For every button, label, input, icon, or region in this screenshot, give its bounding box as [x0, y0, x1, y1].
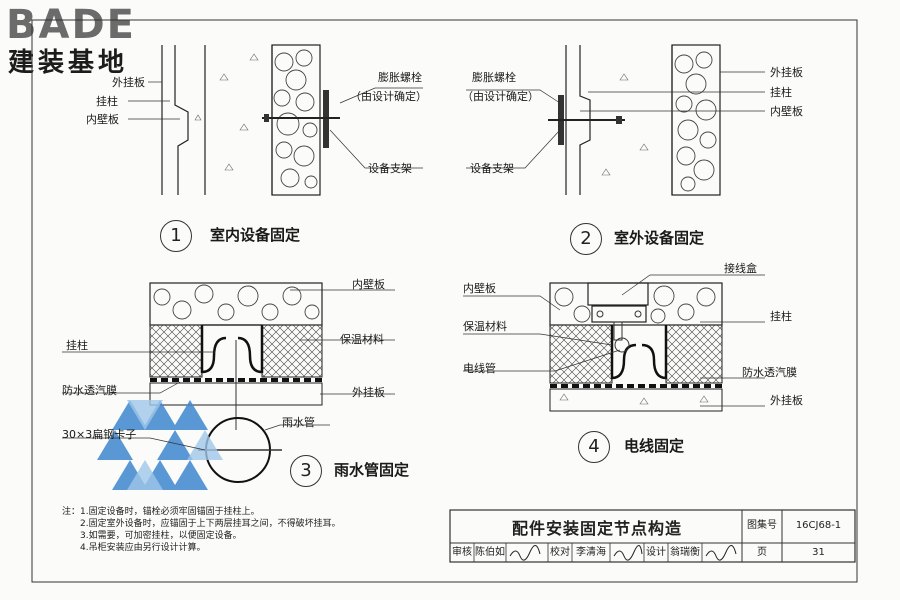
- atlas-label: 图集号: [747, 520, 777, 531]
- d1-title: 室内设备固定: [210, 226, 301, 244]
- atlas-number: 16CJ68-1: [795, 520, 842, 531]
- detail-4-drawing: [463, 274, 765, 412]
- d1-inner-panel-label: 内壁板: [86, 113, 119, 126]
- page-number: 31: [812, 547, 825, 558]
- note-line: 2.固定室外设备时，应锚固于上下两层挂耳之间，不得破坏挂耳。: [80, 519, 341, 529]
- d3-column-label: 挂柱: [66, 339, 88, 352]
- d2-title: 室外设备固定: [614, 229, 705, 247]
- d2-bolt-label: 膨胀螺栓: [472, 71, 516, 84]
- d3-insulation-label: 保温材料: [340, 333, 384, 346]
- signature-design: [705, 545, 737, 561]
- design-name: 翁瑞衡: [670, 547, 700, 558]
- d2-bolt-note: （由设计确定）: [462, 90, 539, 103]
- d3-title: 雨水管固定: [334, 461, 410, 479]
- d4-outer-panel-label: 外挂板: [770, 394, 803, 407]
- d4-membrane-label: 防水透汽膜: [742, 366, 797, 379]
- review-label: 审核: [452, 547, 472, 558]
- d4-column-label: 挂柱: [770, 310, 792, 323]
- drawing-title: 配件安装固定节点构造: [511, 519, 682, 538]
- d4-insulation-label: 保温材料: [463, 320, 507, 333]
- d3-number: 3: [290, 455, 322, 487]
- d3-outer-panel-label: 外挂板: [352, 386, 385, 399]
- brand-logo: BADE: [6, 2, 136, 48]
- review-name: 陈伯如: [475, 547, 505, 558]
- d2-bracket-label: 设备支架: [470, 162, 514, 175]
- signature-check: [613, 545, 643, 561]
- d1-bracket-label: 设备支架: [368, 162, 412, 175]
- d4-conduit-label: 电线管: [463, 362, 496, 375]
- d4-title: 电线固定: [624, 437, 685, 455]
- d2-number: 2: [570, 223, 602, 255]
- d2-outer-panel-label: 外挂板: [770, 66, 803, 79]
- brand-subtitle: 建装基地: [8, 48, 129, 78]
- check-label: 校对: [550, 547, 570, 558]
- d1-number: 1: [160, 220, 192, 252]
- d2-inner-panel-label: 内壁板: [770, 105, 803, 118]
- d1-bolt-label: 膨胀螺栓: [378, 71, 422, 84]
- d1-column-label: 挂柱: [96, 95, 118, 108]
- detail-1-drawing: [128, 44, 423, 196]
- note-line: 注：1.固定设备时，锚栓必须牢固锚固于挂柱上。: [62, 507, 260, 517]
- title-block-frame: [449, 509, 856, 563]
- d4-inner-panel-label: 内壁板: [463, 282, 496, 295]
- page-label: 页: [757, 547, 767, 558]
- d4-number: 4: [578, 431, 610, 463]
- note-line: 3.如需要，可加密挂柱，以便固定设备。: [80, 531, 242, 541]
- signature-review: [509, 545, 541, 561]
- design-label: 设计: [646, 547, 666, 558]
- d1-bolt-note: （由设计确定）: [350, 90, 427, 103]
- d3-clamp-label: 30×3扁钢卡子: [62, 428, 137, 441]
- sheet-frame: [31, 19, 858, 583]
- note-line: 4.吊柜安装应由另行设计计算。: [80, 543, 206, 553]
- d1-outer-panel-label: 外挂板: [112, 76, 145, 89]
- detail-3-drawing: [62, 282, 395, 490]
- notes-block: 注：1.固定设备时，锚栓必须牢固锚固于挂柱上。 2.固定室外设备时，应锚固于上下…: [62, 506, 341, 554]
- d2-column-label: 挂柱: [770, 86, 792, 99]
- d3-membrane-label: 防水透汽膜: [62, 384, 117, 397]
- d3-inner-panel-label: 内壁板: [352, 278, 385, 291]
- check-name: 李清海: [576, 547, 606, 558]
- detail-2-drawing: [466, 44, 765, 196]
- d3-downpipe-label: 雨水管: [282, 416, 315, 429]
- d4-junction-box-label: 接线盒: [724, 262, 757, 275]
